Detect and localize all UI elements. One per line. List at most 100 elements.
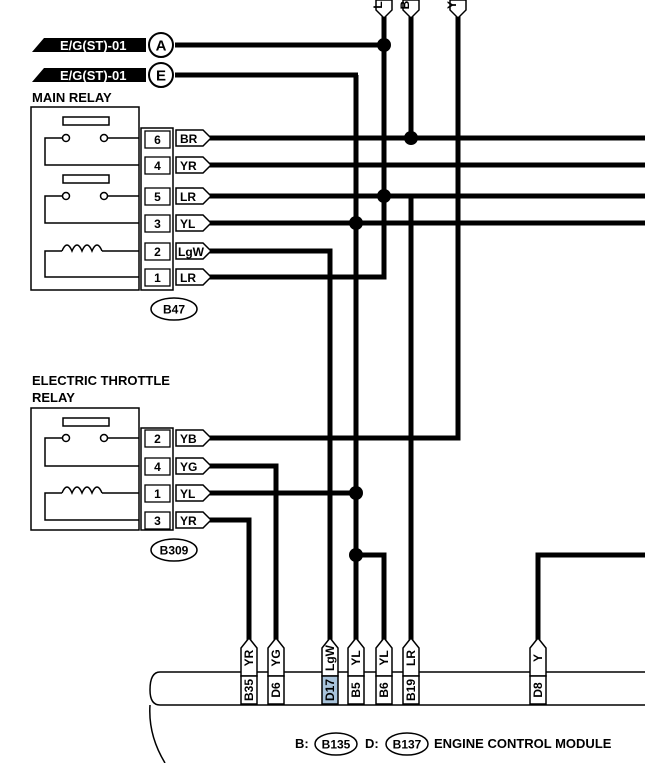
- wire-color-label: LgW: [178, 245, 205, 259]
- relay-switch-icon: [44, 174, 139, 224]
- throttle-relay-title-line2: RELAY: [32, 390, 75, 405]
- relay-coil-icon: [44, 486, 139, 521]
- connector-arrow: [32, 38, 146, 52]
- wire-color-label: BR: [180, 132, 198, 146]
- relay-switch-icon: [44, 417, 139, 467]
- wire-color-label: YB: [180, 432, 197, 446]
- pin-number: 4: [154, 460, 161, 474]
- ecm-body: [149, 671, 645, 706]
- connector-badge: [314, 732, 358, 756]
- connector-a-label: E/G(ST)-01: [60, 38, 126, 53]
- wire-y-d8: [535, 552, 645, 640]
- pin-number: 3: [154, 217, 161, 231]
- throttle-relay-wire-tags: YB YG YL YR: [175, 429, 213, 529]
- pin-number: 1: [154, 487, 161, 501]
- wire-lgw: [200, 248, 333, 640]
- main-relay-connector-id: B47: [163, 303, 185, 317]
- connector-arrow: [32, 68, 146, 82]
- relay-coil-icon: [44, 244, 139, 278]
- ecm-terminal-highlighted: LgW D17: [321, 636, 339, 705]
- throttle-relay-pins: 2 4 1 3: [140, 427, 174, 531]
- connector-e-label: E/G(ST)-01: [60, 68, 126, 83]
- svg-text:Y: Y: [445, 1, 459, 9]
- main-relay-title: MAIN RELAY: [32, 90, 112, 105]
- main-relay-pins: 6 4 5 3 2 1: [140, 127, 174, 291]
- wire-yr-throttle: [200, 517, 252, 640]
- ecm-body-edge: [149, 704, 166, 763]
- ecm-pin-label: D6: [269, 682, 283, 698]
- connector-badge: [385, 732, 429, 756]
- pin-number: 6: [154, 133, 161, 147]
- connector-a-letter: A: [156, 38, 167, 55]
- svg-text:L: L: [371, 1, 385, 8]
- junction-node: [349, 216, 363, 230]
- ecm-terminal: LR B19: [402, 636, 420, 705]
- ecm-legend: B: B135 D: B137 ENGINE CONTROL MODULE: [295, 732, 612, 756]
- pin-number: 5: [154, 190, 161, 204]
- wire-color-label: YR: [180, 159, 197, 173]
- relay-switch-icon: [44, 116, 139, 166]
- ecm-terminal: YL B5: [347, 636, 365, 705]
- legend-d-connector: B137: [393, 738, 422, 752]
- wire-yg: [200, 463, 279, 640]
- connector-e-letter: E: [156, 68, 166, 85]
- wire-color-label: LR: [180, 271, 196, 285]
- ecm-wire-label: YR: [242, 649, 256, 666]
- main-relay-box: [30, 106, 140, 291]
- wire-color-label: YR: [180, 514, 197, 528]
- wires: [175, 0, 645, 640]
- ecm-wire-label: Y: [531, 654, 545, 662]
- top-wire-label-b: B: [398, 0, 420, 20]
- throttle-relay-title-line1: ELECTRIC THROTTLE: [32, 373, 170, 388]
- pin-number: 4: [154, 159, 161, 173]
- ecm-pin-label: B5: [349, 682, 363, 698]
- top-wire-labels: L B Y: [371, 0, 467, 20]
- ecm-pin-label: B6: [377, 682, 391, 698]
- ecm-pin-label: D17: [323, 679, 337, 701]
- wire-color-label: LR: [180, 190, 196, 204]
- ecm-pin-label: D8: [531, 682, 545, 698]
- legend-d-prefix: D:: [365, 736, 379, 751]
- junction-node: [377, 189, 391, 203]
- ecm-wire-label: LgW: [323, 644, 337, 671]
- pin-number: 3: [154, 514, 161, 528]
- throttle-relay-box: [30, 407, 140, 531]
- wire-color-label: YG: [180, 460, 197, 474]
- ecm-wire-label: LR: [404, 650, 418, 666]
- connector-a: E/G(ST)-01 A: [32, 32, 174, 58]
- legend-b-connector: B135: [322, 738, 351, 752]
- main-relay-wire-tags: BR YR LR YL LgW LR: [175, 129, 213, 286]
- main-relay: MAIN RELAY: [30, 90, 213, 321]
- connector-badge: [150, 297, 198, 321]
- ecm-wire-label: YL: [377, 650, 391, 665]
- legend-b-prefix: B:: [295, 736, 309, 751]
- wire-lr-b19: [384, 193, 414, 640]
- junctions: [349, 38, 418, 562]
- ecm-name: ENGINE CONTROL MODULE: [434, 736, 612, 751]
- svg-text:B: B: [398, 0, 412, 9]
- junction-node: [377, 38, 391, 52]
- ecm-pin-label: B35: [242, 679, 256, 701]
- pin-number: 2: [154, 245, 161, 259]
- wire-y-vertical: [200, 0, 461, 441]
- ecm-pin-label: B19: [404, 679, 418, 701]
- ecm-terminal: YG D6: [267, 636, 285, 705]
- junction-node: [404, 131, 418, 145]
- throttle-relay: ELECTRIC THROTTLE RELAY 2 4 1 3: [30, 373, 213, 562]
- ecm-wire-label: YL: [349, 650, 363, 665]
- connector-e: E/G(ST)-01 E: [32, 62, 174, 88]
- ecm-wire-label: YG: [269, 649, 283, 666]
- wire-color-label: YL: [180, 487, 195, 501]
- pin-number: 1: [154, 271, 161, 285]
- top-wire-label-y: Y: [445, 0, 467, 20]
- wire-l-vertical: [200, 0, 387, 280]
- pin-number: 2: [154, 432, 161, 446]
- connector-badge: [150, 538, 198, 562]
- top-wire-label-l: L: [371, 0, 393, 20]
- junction-node: [349, 548, 363, 562]
- throttle-relay-connector-id: B309: [160, 544, 189, 558]
- junction-node: [349, 486, 363, 500]
- ecm-terminal: YR B35: [240, 636, 258, 705]
- ecm: YR B35 YG D6 LgW D17 YL B5 YL: [149, 636, 645, 763]
